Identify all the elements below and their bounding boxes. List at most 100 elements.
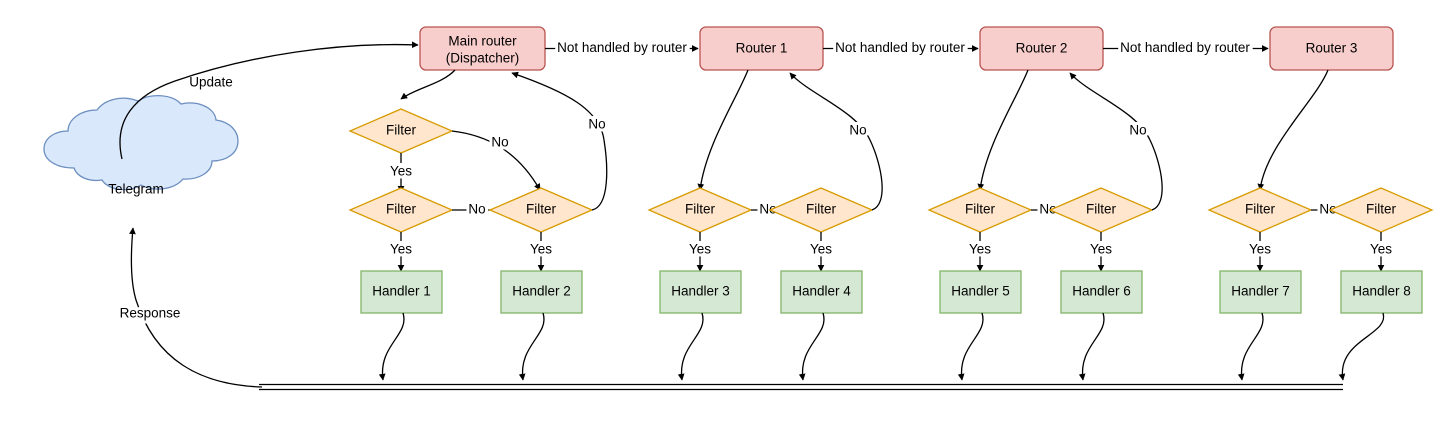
filter-3-label: Filter (526, 202, 557, 217)
edge-handler-7-to-bus (1237, 312, 1264, 381)
edge-filter-8-yes: Yes (1246, 232, 1274, 272)
edge-filter-7-no-back-to-router-2: No (1069, 72, 1163, 211)
edge-filter-3-no-back-to-router: No (511, 71, 609, 211)
edge-label-no-7: No (1129, 123, 1146, 138)
edge-handler-5-to-bus (957, 312, 984, 381)
edge-filter-5-yes: Yes (807, 232, 835, 272)
edge-router-3-to-filter-8 (1257, 69, 1329, 191)
edge-filter-6-no: No (1031, 199, 1067, 220)
edge-filter-4-yes: Yes (686, 232, 714, 272)
filter-5: Filter (768, 187, 874, 233)
router-1: Router 1 (699, 26, 824, 71)
edge-label-yes-7: Yes (1090, 242, 1112, 257)
handler-2-label: Handler 2 (512, 284, 571, 299)
edge-label-yes-6: Yes (969, 242, 991, 257)
handler-4-label: Handler 4 (792, 284, 851, 299)
edge-label-yes-4: Yes (689, 242, 711, 257)
filter-8-label: Filter (1245, 202, 1276, 217)
edge-response: Response (117, 227, 263, 388)
filter-1-label: Filter (386, 123, 417, 138)
filter-8: Filter (1207, 187, 1313, 233)
filter-5-label: Filter (806, 202, 837, 217)
filter-2: Filter (348, 187, 454, 233)
handler-7: Handler 7 (1219, 270, 1302, 314)
edge-not-handled-3: Not handled by router (1103, 37, 1269, 58)
router-3-label: Router 3 (1306, 41, 1358, 56)
edge-label-no-2: No (468, 202, 485, 217)
edge-label-yes-9: Yes (1370, 242, 1392, 257)
filter-7-label: Filter (1086, 202, 1117, 217)
edge-filter-3-yes: Yes (527, 232, 555, 272)
edge-label-no-5: No (849, 123, 866, 138)
edge-filter-4-no: No (751, 199, 787, 220)
edge-filter-9-yes: Yes (1367, 232, 1395, 272)
telegram-label: Telegram (108, 182, 164, 197)
edge-handler-4-to-bus (798, 312, 825, 381)
edge-main-router-to-filter-1 (400, 69, 456, 100)
edge-label-update: Update (189, 75, 233, 90)
handler-7-label: Handler 7 (1231, 284, 1290, 299)
edge-label-no-4: No (759, 202, 776, 217)
filter-2-label: Filter (386, 202, 417, 217)
edge-filter-1-yes: Yes (387, 153, 415, 193)
edge-label-yes-5: Yes (810, 242, 832, 257)
handler-8-label: Handler 8 (1352, 284, 1411, 299)
filter-4: Filter (647, 187, 753, 233)
edge-router-1-to-filter-4 (697, 69, 749, 191)
router-1-label: Router 1 (736, 41, 788, 56)
handler-6-label: Handler 6 (1072, 284, 1131, 299)
router-main-label-line1: Main router (448, 34, 517, 49)
handler-6: Handler 6 (1060, 270, 1143, 314)
filter-9: Filter (1328, 187, 1434, 233)
edge-not-handled-1: Not handled by router (545, 37, 699, 58)
edge-handler-6-to-bus (1078, 312, 1105, 381)
edge-not-handled-2: Not handled by router (823, 37, 979, 58)
edge-label-yes-2: Yes (390, 242, 412, 257)
edge-label-not-handled-2: Not handled by router (835, 40, 965, 55)
router-main: Main router (Dispatcher) (419, 26, 546, 71)
edge-label-no-6: No (1039, 202, 1056, 217)
edge-filter-8-no: No (1311, 199, 1347, 220)
handler-1-label: Handler 1 (372, 284, 431, 299)
filter-9-label: Filter (1366, 202, 1397, 217)
handler-5: Handler 5 (939, 270, 1022, 314)
edge-filter-6-yes: Yes (966, 232, 994, 272)
filter-3: Filter (488, 187, 594, 233)
router-main-label-line2: (Dispatcher) (446, 51, 520, 66)
edge-label-not-handled-3: Not handled by router (1120, 40, 1250, 55)
router-2: Router 2 (979, 26, 1104, 71)
edge-filter-7-yes: Yes (1087, 232, 1115, 272)
filter-7: Filter (1048, 187, 1154, 233)
edge-handler-3-to-bus (677, 312, 704, 381)
telegram-cloud: Telegram (43, 95, 239, 197)
handler-4: Handler 4 (780, 270, 863, 314)
edge-label-no-8: No (1319, 202, 1336, 217)
filter-1: Filter (348, 108, 454, 154)
edge-handler-2-to-bus (518, 312, 545, 381)
edge-filter-2-yes: Yes (387, 232, 415, 272)
router-3: Router 3 (1269, 26, 1394, 71)
edge-handler-8-to-bus (1338, 312, 1385, 381)
response-bus (259, 383, 1343, 391)
edge-label-not-handled-1: Not handled by router (557, 40, 687, 55)
filter-6: Filter (927, 187, 1033, 233)
router-2-label: Router 2 (1016, 41, 1068, 56)
handler-5-label: Handler 5 (951, 284, 1010, 299)
filter-6-label: Filter (965, 202, 996, 217)
handler-3: Handler 3 (659, 270, 742, 314)
edge-label-yes-1: Yes (390, 164, 412, 179)
edge-label-yes-3: Yes (530, 242, 552, 257)
edge-handler-1-to-bus (378, 312, 405, 381)
filter-4-label: Filter (685, 202, 716, 217)
edge-filter-1-no: No (451, 130, 541, 191)
edge-label-no-1: No (491, 135, 508, 150)
handler-1: Handler 1 (360, 270, 443, 314)
edge-filter-5-no-back-to-router-1: No (789, 72, 883, 211)
handler-3-label: Handler 3 (671, 284, 730, 299)
handler-8: Handler 8 (1340, 270, 1423, 314)
edge-label-no-3: No (588, 117, 605, 132)
edge-router-2-to-filter-6 (977, 69, 1029, 191)
handler-2: Handler 2 (500, 270, 583, 314)
